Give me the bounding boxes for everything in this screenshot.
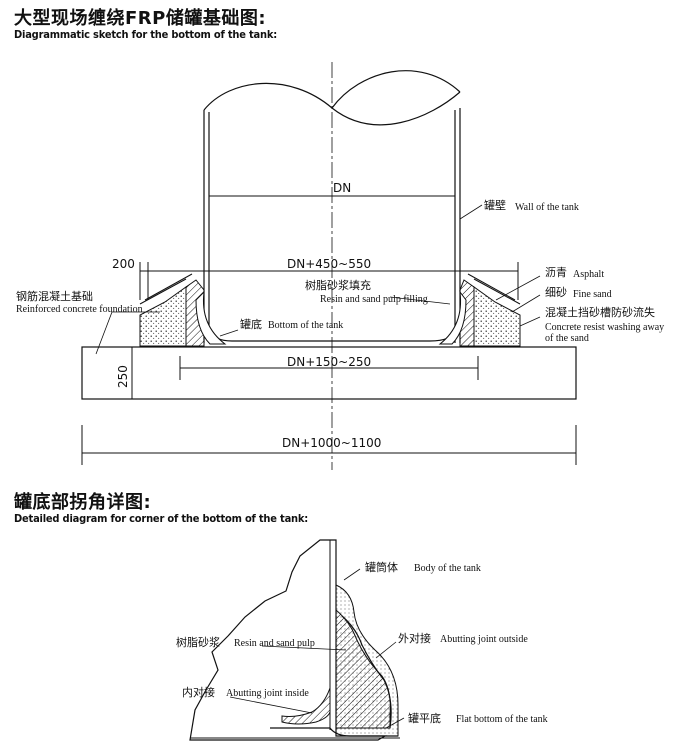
detail-body-label-en: Body of the tank: [414, 563, 481, 574]
dim-dn-1000-1100: DN+1000~1100: [282, 436, 381, 450]
detail-inside-label-en: Abutting joint inside: [226, 688, 309, 699]
asphalt-label-cn: 沥青: [545, 266, 567, 279]
dim-250: 250: [116, 365, 130, 388]
tank-bottom-label-en: Bottom of the tank: [268, 320, 343, 331]
tank-wall-label-cn: 罐壁: [484, 198, 506, 212]
detail-outside-label-en: Abutting joint outside: [440, 634, 528, 645]
right-fill: [438, 273, 521, 347]
foundation-label-en: Reinforced concrete foundation: [16, 304, 143, 315]
detail-flat-label-en: Flat bottom of the tank: [456, 714, 548, 725]
detail-body-label-cn: 罐筒体: [365, 560, 398, 574]
detail-title: 罐底部拐角详图:: [14, 492, 152, 513]
resin-fill-label-en: Resin and sand pulp filling: [320, 294, 428, 305]
dim-dn-150-250: DN+150~250: [287, 355, 371, 369]
foundation-label-cn: 钢筋混凝土基础: [16, 289, 93, 303]
detail-subtitle: Detailed diagram for corner of the botto…: [14, 512, 309, 525]
detail-inside-label-cn: 内对接: [182, 685, 215, 699]
main-title: 大型现场缠绕FRP储罐基础图:: [14, 8, 267, 29]
dim-200: 200: [112, 257, 135, 271]
groove-label-en-1: Concrete resist washing away: [545, 322, 664, 333]
tank-bottom-label-cn: 罐底: [240, 317, 262, 331]
resin-fill-label-cn: 树脂砂浆填充: [305, 278, 371, 292]
left-fill: [139, 273, 227, 347]
fine-sand-label-cn: 细砂: [545, 286, 567, 299]
main-subtitle: Diagrammatic sketch for the bottom of th…: [14, 28, 277, 41]
fine-sand-label-en: Fine sand: [573, 289, 612, 300]
dim-dn: DN: [333, 181, 351, 195]
tank-wall-label-en: Wall of the tank: [515, 202, 579, 213]
groove-label-en-2: of the sand: [545, 333, 589, 344]
detail-resin-label-cn: 树脂砂浆: [176, 635, 220, 649]
asphalt-label-en: Asphalt: [573, 269, 604, 280]
detail-diagram: [189, 539, 400, 741]
concrete-slab: [81, 346, 577, 400]
groove-label-cn: 混凝土挡砂槽防砂流失: [545, 305, 655, 319]
detail-resin-label-en: Resin and sand pulp: [234, 638, 315, 649]
detail-outside-label-cn: 外对接: [398, 631, 431, 645]
detail-flat-label-cn: 罐平底: [408, 711, 441, 725]
dim-dn-450-550: DN+450~550: [287, 257, 371, 271]
